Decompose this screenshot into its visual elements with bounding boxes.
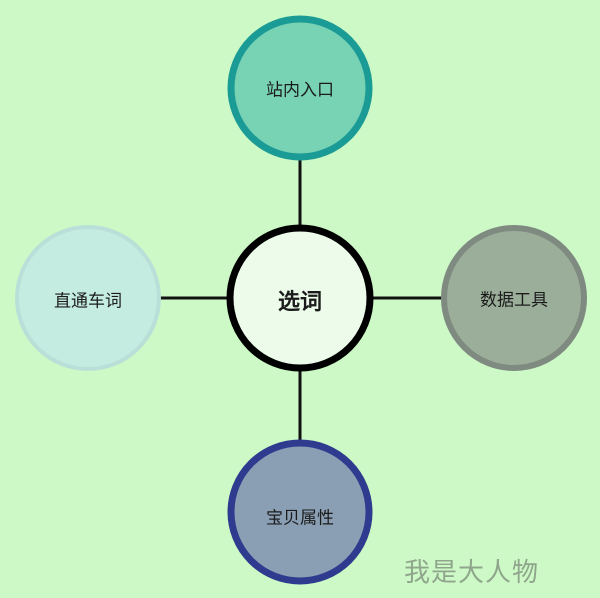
node-top-circle[interactable] bbox=[227, 15, 373, 161]
node-right-circle[interactable] bbox=[441, 225, 587, 371]
center-node-label: 选词 bbox=[277, 290, 323, 315]
node-left-label: 直通车词 bbox=[54, 291, 122, 312]
node-bottom-label: 宝贝属性 bbox=[266, 508, 334, 529]
center-node-circle[interactable] bbox=[226, 224, 374, 372]
node-bottom-circle[interactable] bbox=[227, 439, 373, 585]
node-right-label: 数据工具 bbox=[480, 290, 548, 311]
node-left-circle[interactable] bbox=[15, 225, 161, 371]
watermark: 我是大人物 bbox=[404, 558, 540, 588]
node-top-label: 站内入口 bbox=[266, 80, 334, 101]
